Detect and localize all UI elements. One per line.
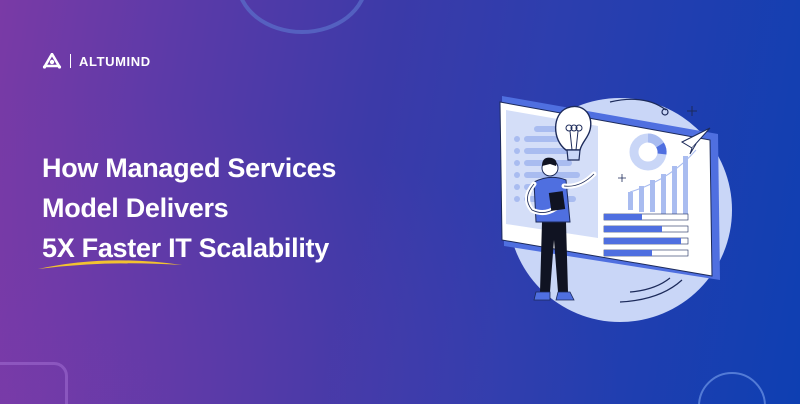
- highlight-underline-swoosh: [38, 260, 182, 269]
- altumind-logo-icon: [42, 52, 62, 69]
- bar-chart: [628, 156, 688, 218]
- brand-name: ALTUMIND: [79, 53, 151, 69]
- headline: How Managed Services Model Delivers 5X F…: [42, 148, 336, 268]
- lightbulb-icon: [554, 105, 592, 161]
- paper-plane-icon: [680, 127, 711, 155]
- person-figure: [525, 157, 597, 301]
- decorative-ring: [698, 372, 766, 404]
- headline-line-2: Model Delivers: [42, 193, 229, 223]
- headline-line-3: 5X Faster IT Scalability: [42, 233, 329, 263]
- brand-logo: ALTUMIND: [42, 52, 151, 69]
- headline-line-1: How Managed Services: [42, 153, 337, 183]
- donut-chart: [629, 133, 667, 171]
- dashboard-illustration: [499, 96, 732, 322]
- progress-bars: [603, 213, 689, 257]
- decorative-rounded-rect: [0, 362, 68, 404]
- decorative-arc: [236, 0, 368, 34]
- logo-divider: [70, 54, 71, 68]
